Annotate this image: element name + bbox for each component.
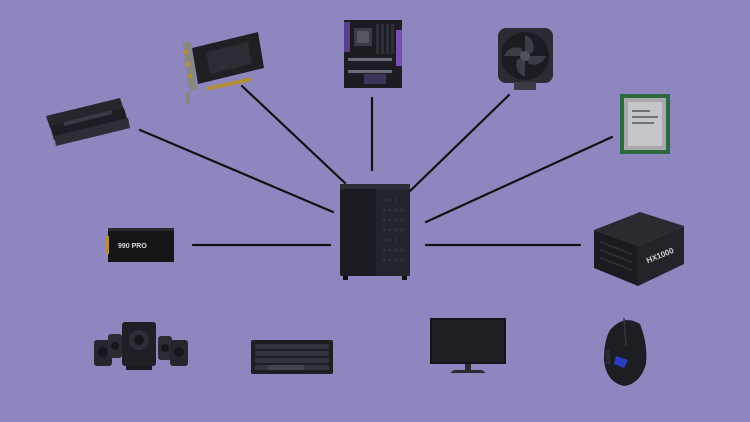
connector-lines [138, 84, 614, 247]
connector-cooler [406, 93, 511, 195]
pc-case-icon [340, 184, 410, 280]
ram-memory-icon [46, 98, 130, 146]
cpu-cooler-fan-icon [498, 28, 553, 90]
connector-ram [138, 128, 335, 214]
sound-card-icon [182, 32, 264, 104]
speaker-system-icon [94, 322, 188, 370]
gaming-mouse-icon [604, 317, 647, 386]
motherboard-icon [344, 20, 402, 88]
monitor-icon [430, 318, 506, 373]
power-supply-icon: HX1000 [594, 212, 684, 286]
connector-cpu [424, 135, 614, 224]
ssd-model-label: 990 PRO [118, 243, 147, 250]
connector-sound-card [240, 84, 347, 185]
cpu-processor-icon [620, 94, 670, 154]
keyboard-icon [251, 340, 333, 374]
nvme-ssd-icon: 990 PRO [106, 228, 174, 262]
